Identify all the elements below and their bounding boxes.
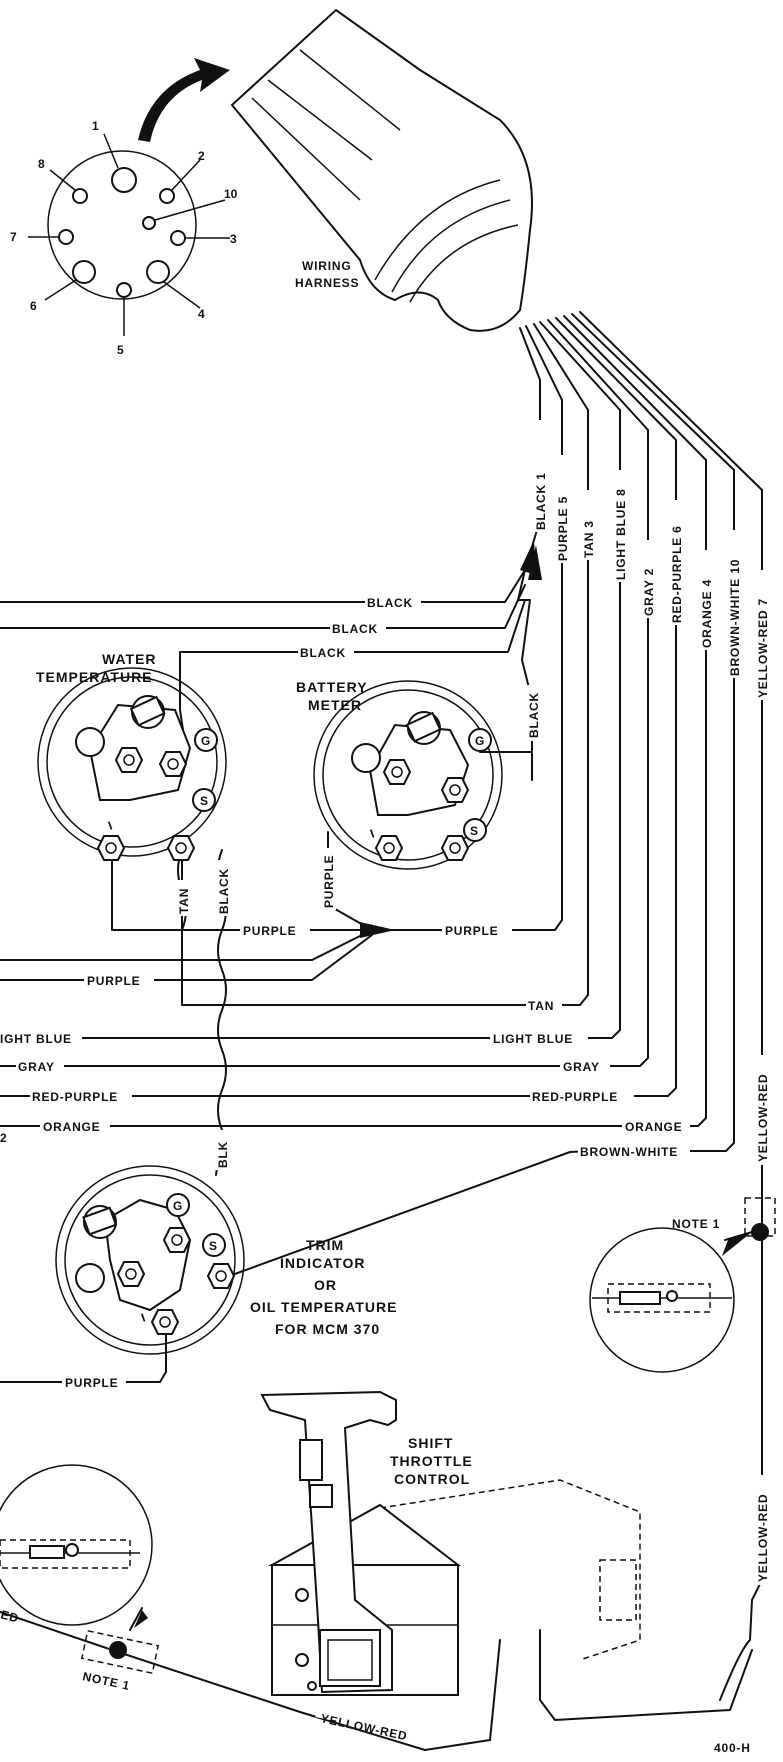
wire-label-black-c: BLACK	[300, 646, 346, 660]
wire-label-gray-2: GRAY 2	[642, 568, 656, 616]
wire-label-light-blue-8: LIGHT BLUE 8	[614, 488, 628, 580]
arrowhead-icon	[528, 545, 542, 580]
water-temperature-title-line2: TEMPERATURE	[36, 669, 153, 685]
trim-indicator-title-line2: INDICATOR	[280, 1255, 365, 1271]
wire-label-black-wavy: BLACK	[217, 868, 231, 914]
pin-label-6: 6	[30, 299, 37, 313]
arrowhead-icon	[360, 922, 395, 938]
wire-label-yellow-red-lower: YELLOW-RED	[756, 1494, 770, 1582]
wire-label-brown-white: BROWN-WHITE	[580, 1145, 678, 1159]
wire-label-red-purple-left: RED-PURPLE	[32, 1090, 118, 1104]
harness-wire-fan	[519, 311, 763, 491]
water-temperature-title-line1: WATER	[102, 651, 157, 667]
pin-label-7: 7	[10, 230, 17, 244]
wire-label-brown-white-10: BROWN-WHITE 10	[728, 559, 742, 676]
wire-label-blk: BLK	[216, 1141, 230, 1168]
wire-label-orange-right: ORANGE	[625, 1120, 682, 1134]
connector-pin-diagram: 1 2 3 4 5 6 7 8 10	[10, 119, 238, 357]
battery-meter-title-line2: METER	[308, 697, 362, 713]
pin-label-3: 3	[230, 232, 237, 246]
wire-label-purple-bottom: PURPLE	[65, 1376, 118, 1390]
pin-label-1: 1	[92, 119, 99, 133]
wire-label-cut-number: 2	[0, 1131, 7, 1145]
shift-throttle-control	[260, 1390, 641, 1696]
note-1-detail-left	[0, 1464, 301, 1713]
pin-label-2: 2	[198, 149, 205, 163]
trim-indicator-title-line5: FOR MCM 370	[275, 1321, 380, 1337]
pin-label-8: 8	[38, 157, 45, 171]
wire-label-gray-left: GRAY	[18, 1060, 55, 1074]
trim-indicator-title-line3: OR	[314, 1277, 337, 1293]
water-temperature-gauge	[37, 667, 227, 861]
battery-meter-gauge	[313, 680, 503, 870]
wire-label-yellow-red-upper: YELLOW-RED	[756, 1074, 770, 1162]
harness-plug	[230, 8, 533, 332]
wire-label-purple-5: PURPLE 5	[556, 496, 570, 561]
wire-label-black-b: BLACK	[332, 622, 378, 636]
wire-label-orange-left: ORANGE	[43, 1120, 100, 1134]
wire-label-black-vertical: BLACK	[527, 692, 541, 738]
rotation-arrow-icon	[138, 58, 230, 142]
wire-label-black-a: BLACK	[367, 596, 413, 610]
harness-label-line2: HARNESS	[295, 276, 359, 290]
note-1-label-left: NOTE 1	[81, 1669, 131, 1693]
wire-label-tan-3: TAN 3	[582, 520, 596, 558]
terminal-g-trim: G	[173, 1199, 182, 1213]
terminal-i-trim: I	[139, 1311, 147, 1325]
terminal-s-battery: S	[470, 824, 478, 838]
figure-id: 400-H	[714, 1741, 751, 1755]
terminal-g-battery: G	[475, 734, 484, 748]
terminal-s-trim: S	[209, 1239, 217, 1253]
wire-label-yellow-red-7: YELLOW-RED 7	[756, 598, 770, 698]
wire-label-purple-c: PURPLE	[87, 974, 140, 988]
note-1-label-right: NOTE 1	[672, 1217, 720, 1231]
wire-label-light-blue-left: IGHT BLUE	[0, 1032, 72, 1046]
wire-label-tan: TAN	[528, 999, 554, 1013]
terminal-s-water: S	[200, 794, 208, 808]
trim-indicator-gauge	[55, 1165, 245, 1355]
wire-label-purple-a: PURPLE	[243, 924, 296, 938]
wire-label-red-purple-6: RED-PURPLE 6	[670, 525, 684, 623]
wire-label-purple-vertical: PURPLE	[322, 855, 336, 908]
terminal-i-water: I	[106, 819, 114, 833]
harness-label-line1: WIRING	[302, 259, 351, 273]
wire-label-black-1: BLACK 1	[534, 472, 548, 530]
battery-meter-title-line1: BATTERY	[296, 679, 368, 695]
wire-label-tan-vertical: TAN	[177, 888, 191, 914]
wire-label-ed-cut: ED	[0, 1607, 21, 1625]
wire-label-orange-4: ORANGE 4	[700, 579, 714, 648]
shift-throttle-title-line2: THROTTLE	[390, 1453, 473, 1469]
note-1-detail-right	[589, 1197, 776, 1373]
pin-label-5: 5	[117, 343, 124, 357]
wire-label-purple-b: PURPLE	[445, 924, 498, 938]
wire-label-gray-right: GRAY	[563, 1060, 600, 1074]
wire-label-red-purple-right: RED-PURPLE	[532, 1090, 618, 1104]
shift-throttle-title-line3: CONTROL	[394, 1471, 470, 1487]
pin-label-4: 4	[198, 307, 205, 321]
terminal-i-battery: I	[368, 827, 376, 841]
terminal-g-water: G	[201, 734, 210, 748]
shift-throttle-title-line1: SHIFT	[408, 1435, 453, 1451]
trim-indicator-title-line1: TRIM	[306, 1237, 344, 1253]
pin-label-10: 10	[224, 187, 238, 201]
wire-label-light-blue-right: LIGHT BLUE	[493, 1032, 573, 1046]
trim-indicator-title-line4: OIL TEMPERATURE	[250, 1299, 398, 1315]
